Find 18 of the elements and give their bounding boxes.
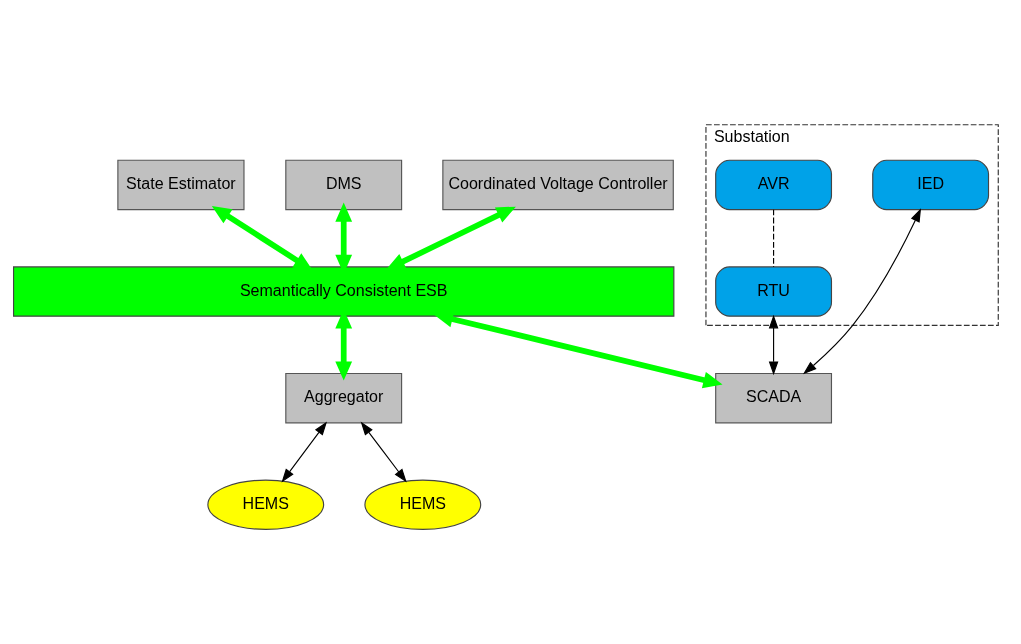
node-box: RTU bbox=[715, 265, 833, 317]
arrow bbox=[211, 205, 313, 271]
node-ellipse: HEMS bbox=[364, 479, 482, 530]
arrow bbox=[281, 421, 328, 482]
node-box: Aggregator bbox=[285, 372, 403, 423]
connector bbox=[773, 208, 775, 267]
node-box: Semantically Consistent ESB bbox=[13, 265, 675, 317]
node-box: State Estimator bbox=[117, 159, 245, 210]
node-box: IED bbox=[872, 159, 990, 210]
node-box: AVR bbox=[715, 159, 833, 210]
arrow bbox=[803, 207, 922, 374]
node-box: SCADA bbox=[715, 372, 833, 423]
node-box: Coordinated Voltage Controller bbox=[442, 159, 674, 210]
node-ellipse: HEMS bbox=[207, 479, 325, 530]
node-box: DMS bbox=[285, 159, 403, 210]
arrow bbox=[768, 314, 779, 375]
arrow bbox=[385, 206, 516, 270]
arrow bbox=[360, 421, 407, 482]
